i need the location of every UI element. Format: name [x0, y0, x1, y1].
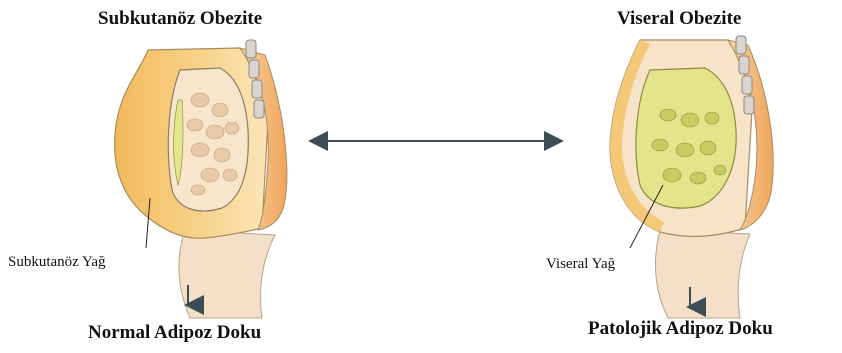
right-result-title: Patolojik Adipoz Doku	[588, 318, 773, 340]
right-body-illustration	[610, 36, 773, 318]
left-title: Subkutanöz Obezite	[98, 8, 262, 30]
right-title: Viseral Obezite	[617, 8, 741, 30]
right-thigh	[656, 230, 750, 318]
right-visceral-fat	[636, 68, 736, 208]
left-fat-label: Subkutanöz Yağ	[8, 254, 106, 271]
right-fat-label: Viseral Yağ	[546, 256, 615, 273]
left-thigh	[179, 230, 275, 318]
left-body-illustration	[115, 40, 287, 318]
left-result-title: Normal Adipoz Doku	[88, 322, 261, 344]
